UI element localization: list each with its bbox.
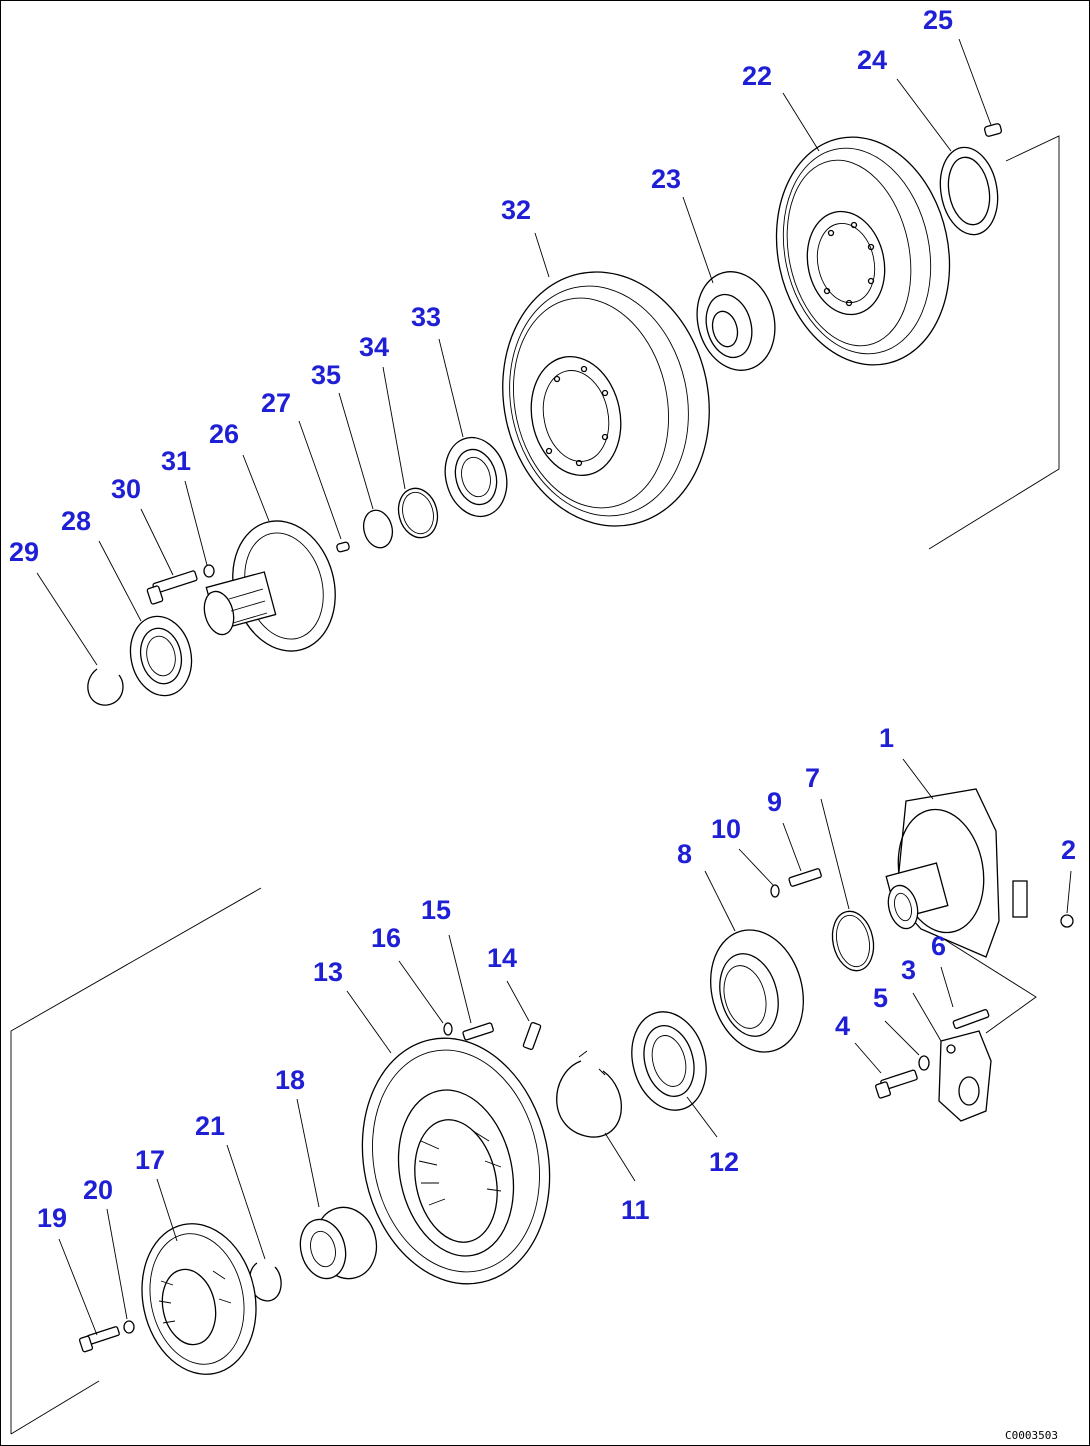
part-13-ring-gear: [361, 1037, 551, 1285]
right-frame-lines: [922, 925, 1037, 1034]
part-27-pin: [336, 541, 350, 553]
part-16-washer: [443, 1022, 453, 1036]
part-31-washer: [203, 564, 215, 578]
callout-12: 12: [709, 1147, 739, 1177]
part-1-housing: [885, 788, 1028, 958]
callout-5: 5: [873, 983, 888, 1013]
callout-21: 21: [195, 1111, 225, 1141]
callout-26: 26: [209, 419, 239, 449]
part-7-o-ring: [831, 910, 875, 972]
callout-15: 15: [421, 895, 451, 925]
part-29-snap-ring: [87, 668, 124, 706]
callout-34: 34: [359, 332, 389, 362]
callout-8: 8: [677, 839, 692, 869]
part-25-pin: [984, 123, 1002, 137]
part-30-bolt: [146, 570, 198, 605]
callout-32: 32: [501, 195, 531, 225]
callout-28: 28: [61, 506, 91, 536]
callout-27: 27: [261, 388, 291, 418]
callout-19: 19: [37, 1203, 67, 1233]
part-18-sun-gear: [299, 1206, 378, 1280]
callout-31: 31: [161, 446, 191, 476]
part-15-bolt: [462, 1022, 494, 1041]
part-4-bolt: [875, 1069, 918, 1099]
callout-29: 29: [9, 537, 39, 567]
part-10-washer: [770, 884, 780, 898]
part-26-spindle-hub: [203, 520, 336, 652]
callout-11: 11: [621, 1195, 650, 1225]
part-28-bearing: [129, 615, 193, 697]
part-35-ring: [362, 509, 394, 549]
part-17-planet-carrier: [141, 1223, 257, 1375]
callout-33: 33: [411, 302, 441, 332]
part-34-snap-ring: [397, 487, 439, 539]
callout-24: 24: [857, 45, 887, 75]
callout-4: 4: [835, 1011, 850, 1041]
callout-2: 2: [1061, 835, 1076, 865]
callout-18: 18: [275, 1065, 305, 1095]
callout-3: 3: [901, 955, 916, 985]
upper-frame-lines: [928, 135, 1060, 550]
part-6-pin: [952, 1008, 990, 1030]
callout-20: 20: [83, 1175, 113, 1205]
callout-23: 23: [651, 164, 681, 194]
callout-labels: 25 24 22 23 32 33 34 35 27 26 31 30 28 2…: [9, 5, 1076, 1442]
callout-17: 17: [135, 1145, 165, 1175]
callout-9: 9: [767, 787, 782, 817]
part-3-bracket: [938, 1030, 992, 1122]
part-19-bolt: [78, 1326, 120, 1353]
callout-16: 16: [371, 923, 401, 953]
lower-frame-lines: [10, 887, 262, 1435]
callout-25: 25: [923, 5, 953, 35]
callout-13: 13: [313, 957, 343, 987]
part-12-bearing: [631, 1011, 707, 1111]
part-5-washer: [918, 1055, 930, 1071]
part-22-tire: [775, 136, 951, 366]
part-2-nut: [1060, 914, 1074, 928]
leader-lines: [36, 38, 1072, 1336]
callout-22: 22: [742, 61, 772, 91]
part-9-bolt: [788, 868, 822, 887]
part-8-carrier: [710, 929, 804, 1053]
callout-30: 30: [111, 474, 141, 504]
part-32-tire: [502, 271, 710, 527]
part-20-washer: [123, 1320, 135, 1334]
callout-7: 7: [805, 763, 820, 793]
callout-6: 6: [931, 931, 946, 961]
drawing-code: C0003503: [1005, 1429, 1058, 1442]
part-33-bearing: [444, 436, 508, 518]
part-14-bolt: [522, 1021, 542, 1051]
part-23-hub: [696, 271, 776, 371]
callout-10: 10: [711, 814, 741, 844]
callout-14: 14: [487, 943, 517, 973]
part-24-ring: [939, 146, 999, 236]
callout-35: 35: [311, 360, 341, 390]
part-11-snap-ring: [556, 1050, 622, 1138]
callout-1: 1: [879, 723, 894, 753]
